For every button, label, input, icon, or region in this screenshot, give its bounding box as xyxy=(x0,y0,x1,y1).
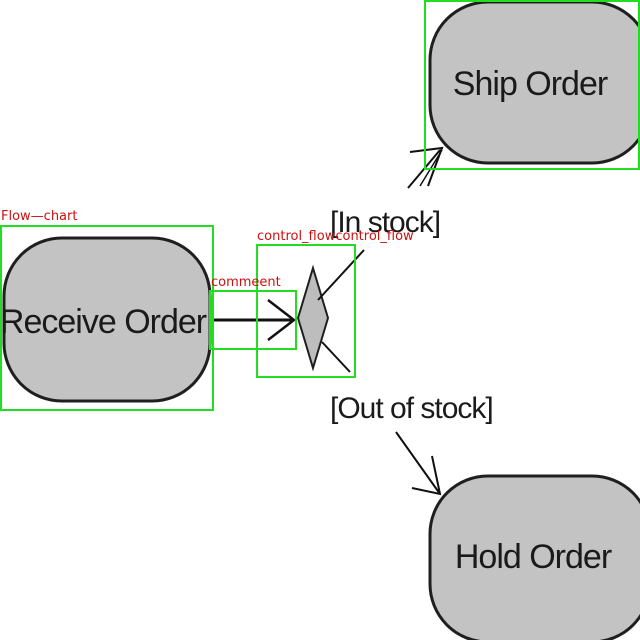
guard-out-of-stock: [Out of stock] xyxy=(330,392,493,425)
comment-box xyxy=(209,290,297,350)
flow-chart-box xyxy=(0,225,214,411)
receive-to-decision-arrow xyxy=(212,299,297,341)
control-flow-annotation: control_flowcontrol_flow xyxy=(257,229,414,244)
ship-order-node: Ship Order xyxy=(428,0,640,165)
arrow-line-upper xyxy=(321,341,351,373)
receive-order-label: Receive Order xyxy=(0,303,207,341)
arrowhead-icon xyxy=(411,455,442,496)
receive-order-node: Receive Order xyxy=(0,236,212,403)
decision-diamond xyxy=(296,264,330,372)
hold-order-node: Hold Order xyxy=(428,474,640,640)
ship-order-label: Ship Order xyxy=(453,65,608,103)
flow-chart-annotation: Flow—chart xyxy=(1,209,77,224)
hold-order-label: Hold Order xyxy=(455,538,612,576)
annotation-overlay xyxy=(0,0,640,411)
ship-order-box xyxy=(424,0,640,170)
control-flow-box xyxy=(256,244,356,378)
decision-to-hold-arrow xyxy=(321,341,442,496)
guard-in-stock: [In stock] xyxy=(330,206,440,239)
arrowhead-icon xyxy=(267,299,297,341)
comment-annotation: commeent xyxy=(211,275,281,290)
hold-order-shape xyxy=(428,474,640,640)
arrow-line-lower xyxy=(395,431,441,495)
arrowhead-icon xyxy=(409,146,444,187)
arrow-line-lower xyxy=(317,249,365,301)
